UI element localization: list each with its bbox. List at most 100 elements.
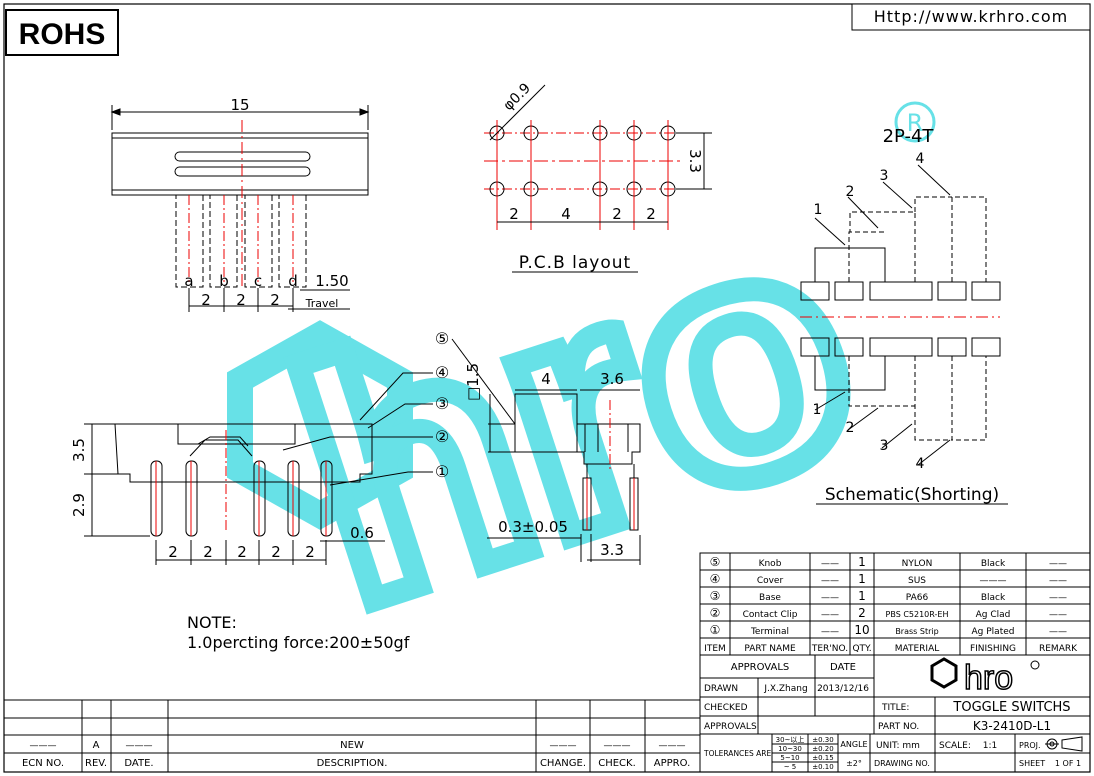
checked-label: CHECKED (704, 703, 748, 713)
bom-cell-remark: —— (1049, 627, 1067, 637)
schematic-bottom-pos-1: 1 (813, 402, 822, 418)
watermark-registered-icon (894, 101, 936, 143)
hro-logo-text: hro (964, 659, 1013, 697)
watermark-registered: R (907, 109, 924, 137)
sheet-value: 1 OF 1 (1055, 759, 1081, 768)
bom-cell-ter: —— (821, 576, 839, 586)
part-no-value: K3-2410D-L1 (973, 719, 1051, 733)
angle-label: ANGLE (840, 740, 867, 749)
rev-row-ecn-dash: ——— (30, 741, 57, 751)
drawing-no-label: DRAWING NO. (874, 759, 930, 768)
tol-range-4: ~ 5 (784, 763, 797, 771)
rohs-label: ROHS (19, 18, 106, 51)
drawn-label: DRAWN (704, 684, 738, 694)
side-height-top-dim: 3.5 (70, 438, 88, 462)
travel-dim: 1.50 (315, 272, 348, 290)
bom-header-remark: REMARK (1039, 644, 1078, 654)
tol-range-2: 10~30 (778, 745, 802, 753)
schematic-bottom-pos-3: 3 (880, 438, 889, 454)
bom-cell-material: NYLON (902, 559, 933, 569)
tol-val-4: ±0.10 (812, 763, 833, 771)
title-value: TOGGLE SWITCHS (952, 700, 1070, 715)
bom-cell-part: Terminal (750, 627, 789, 637)
pcb-spacing-4: 2 (646, 205, 656, 223)
bom-cell-material: SUS (908, 576, 926, 586)
side-view (84, 372, 433, 565)
bom-cell-ter: —— (821, 559, 839, 569)
part-no-label: PART NO. (878, 722, 919, 732)
approvals-heading: APPROVALS (731, 662, 790, 673)
rev-row-check-dash: ——— (604, 741, 631, 751)
bom-cell-item: ② (710, 606, 721, 620)
check-label: CHECK. (598, 758, 636, 769)
schematic-config: 2P-4T (883, 126, 935, 147)
bom-cell-item: ⑤ (710, 555, 721, 569)
pcb-spacing-3: 2 (612, 205, 622, 223)
bom-header-part: PART NAME (744, 644, 796, 654)
bom-cell-finishing: Ag Clad (976, 610, 1011, 620)
pin-label-b: b (219, 272, 229, 290)
schematic-top-pos-2: 2 (846, 184, 855, 200)
bom-cell-item: ④ (710, 572, 721, 586)
bom-cell-finishing: Black (981, 559, 1006, 569)
bom-cell-ter: —— (821, 627, 839, 637)
bom-cell-ter: —— (821, 610, 839, 620)
title-label: TITLE: (881, 703, 909, 713)
bom-cell-qty: 1 (858, 572, 866, 586)
schematic-top-pos-3: 3 (880, 168, 889, 184)
description-label: DESCRIPTION. (317, 758, 388, 769)
title-block (699, 654, 1091, 773)
end-view (451, 338, 641, 565)
bom-cell-qty: 2 (858, 606, 866, 620)
bom-cell-finishing: ——— (980, 576, 1007, 586)
hro-logo-hex-icon (930, 657, 958, 689)
top-spacing-3: 2 (270, 291, 280, 309)
website-url: Http://www.krhro.com (874, 7, 1068, 26)
schematic-top-pos-4: 4 (916, 151, 925, 167)
sheet-border (3, 3, 1091, 773)
angle-value: ±2° (846, 759, 862, 768)
top-spacing-1: 2 (201, 291, 211, 309)
ecn-no-label: ECN NO. (22, 758, 64, 769)
schematic-bottom-pos-4: 4 (916, 456, 925, 472)
hro-logo-registered-icon (1030, 660, 1040, 670)
callout-1: ① (435, 462, 449, 481)
bom-header-ter: TER'NO. (811, 644, 848, 654)
pin-pitch-dim: 3.3 (600, 541, 624, 559)
tol-val-3: ±0.15 (812, 754, 833, 762)
bom-cell-part: Base (759, 593, 781, 603)
pin-thickness-dim: 0.3±0.05 (498, 518, 568, 536)
bom-cell-material: Brass Strip (895, 627, 938, 636)
bom-cell-material: PA66 (906, 593, 929, 603)
rev-row-change-dash: ——— (550, 741, 577, 751)
rev-row-desc: NEW (340, 740, 364, 751)
bom-header-qty: QTY. (852, 644, 871, 654)
revision-block (4, 699, 700, 772)
unit-label: UNIT: mm (876, 741, 920, 751)
side-spacing-4: 2 (271, 543, 281, 561)
bom-cell-qty: 1 (858, 589, 866, 603)
tol-val-1: ±0.30 (812, 736, 833, 744)
bom-header-material: MATERIAL (895, 644, 940, 654)
side-pin-thickness-dim: 0.6 (350, 524, 374, 542)
bom-cell-part: Contact Clip (743, 610, 798, 620)
pin-label-c: c (254, 272, 262, 290)
pin-label-d: d (288, 272, 298, 290)
knob-length-dim: 4 (541, 370, 551, 388)
callout-4: ④ (435, 363, 449, 382)
bom-cell-ter: —— (821, 593, 839, 603)
side-spacing-1: 2 (168, 543, 178, 561)
end-width-dim: 3.6 (600, 370, 624, 388)
schematic-top-pos-1: 1 (814, 202, 823, 218)
projection-symbol-icon (1045, 736, 1083, 752)
bom-cell-remark: —— (1049, 593, 1067, 603)
top-view (110, 105, 370, 312)
url-box (851, 3, 1091, 31)
bom-cell-finishing: Black (981, 593, 1006, 603)
drawn-by: J.X.Zhang (763, 684, 807, 694)
side-spacing-3: 2 (237, 543, 247, 561)
pcb-spacing-1: 2 (509, 205, 519, 223)
callout-2: ② (435, 427, 449, 446)
pin-label-a: a (184, 272, 193, 290)
